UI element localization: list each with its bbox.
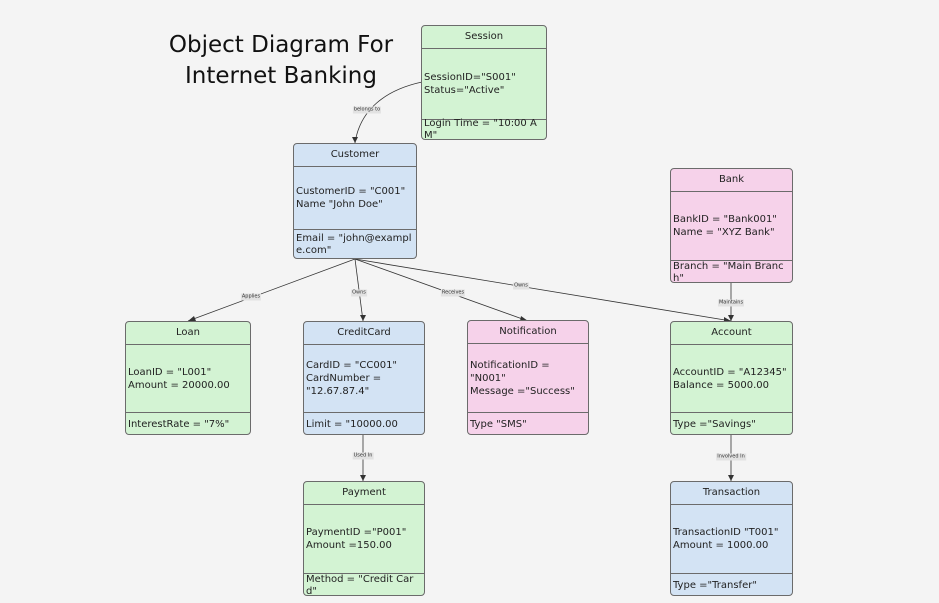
arrowhead-account xyxy=(724,317,731,322)
attribute: BankID = "Bank001" xyxy=(673,214,777,225)
object-footer: Type "SMS" xyxy=(468,412,588,434)
object-attributes: PaymentID ="P001" Amount =150.00 xyxy=(304,505,424,573)
link-label-used-in: Used In xyxy=(352,452,374,460)
object-footer: InterestRate = "7%" xyxy=(126,412,250,434)
attribute: Email = "john@example.com" xyxy=(296,233,412,256)
attribute: Login Time = "10:00 AM" xyxy=(424,118,537,140)
attribute: CustomerID = "C001" xyxy=(296,186,406,197)
object-footer: Email = "john@example.com" xyxy=(294,229,416,258)
link-label-applies: Applies xyxy=(240,293,262,301)
object-name: Payment xyxy=(304,482,424,505)
attribute: Name = "XYZ Bank" xyxy=(673,227,775,238)
account-object[interactable]: Account AccountID = "A12345" Balance = 5… xyxy=(670,321,793,435)
object-name: Transaction xyxy=(671,482,792,505)
transaction-object[interactable]: Transaction TransactionID "T001" Amount … xyxy=(670,481,793,596)
customer-object[interactable]: Customer CustomerID = "C001" Name "John … xyxy=(293,143,417,259)
attribute: CardNumber = "12.67.87.4" xyxy=(306,373,382,397)
attribute: TransactionID "T001" xyxy=(673,527,779,538)
object-attributes: AccountID = "A12345" Balance = 5000.00 xyxy=(671,345,792,412)
arrowhead-account-top xyxy=(728,315,734,321)
link-label-receives: Receives xyxy=(440,289,466,297)
object-attributes: BankID = "Bank001" Name = "XYZ Bank" xyxy=(671,192,792,260)
attribute: Method = "Credit Card" xyxy=(306,573,414,596)
object-name: CreditCard xyxy=(304,322,424,345)
arrowhead-payment xyxy=(360,475,366,481)
attribute: Message ="Success" xyxy=(470,385,575,397)
object-footer: Branch = "Main Branch" xyxy=(671,260,792,283)
attribute: Amount = 1000.00 xyxy=(673,540,769,551)
link-label-maintains: Maintains xyxy=(717,299,745,307)
attribute: PaymentID ="P001" xyxy=(306,527,407,538)
object-name: Bank xyxy=(671,169,792,192)
link-session-customer xyxy=(354,81,423,144)
object-name: Notification xyxy=(468,321,588,344)
attribute: LoanID = "L001" xyxy=(128,366,212,378)
link-label-involved-in: Involved In xyxy=(716,453,746,461)
arrowhead-customer xyxy=(352,137,358,143)
arrowhead-loan xyxy=(188,316,196,321)
arrowhead-transaction xyxy=(728,475,734,481)
attribute: Status="Active" xyxy=(424,85,505,96)
attribute: Name "John Doe" xyxy=(296,199,383,210)
session-object[interactable]: Session SessionID="S001" Status="Active"… xyxy=(421,25,547,140)
arrowhead-notification xyxy=(520,316,528,321)
attribute: Type ="Savings" xyxy=(673,418,756,430)
attribute: Type ="Transfer" xyxy=(673,579,757,591)
attribute: Limit = "10000.00 xyxy=(306,418,398,430)
object-attributes: LoanID = "L001" Amount = 20000.00 xyxy=(126,345,250,412)
object-footer: Type ="Transfer" xyxy=(671,573,792,595)
creditcard-object[interactable]: CreditCard CardID = "CC001" CardNumber =… xyxy=(303,321,425,435)
bank-object[interactable]: Bank BankID = "Bank001" Name = "XYZ Bank… xyxy=(670,168,793,283)
link-label-belongs-to: belongs to xyxy=(352,106,382,114)
object-attributes: SessionID="S001" Status="Active" xyxy=(422,49,546,119)
object-attributes: NotificationID = "N001" Message ="Succes… xyxy=(468,344,588,412)
link-customer-account xyxy=(354,258,732,322)
attribute: Type "SMS" xyxy=(470,418,527,430)
arrowhead-creditcard xyxy=(360,315,366,321)
link-customer-loan xyxy=(187,258,356,322)
notification-object[interactable]: Notification NotificationID = "N001" Mes… xyxy=(467,320,589,435)
attribute: Balance = 5000.00 xyxy=(673,379,769,391)
object-attributes: CustomerID = "C001" Name "John Doe" xyxy=(294,167,416,229)
diagram-title: Object Diagram For Internet Banking xyxy=(168,32,394,89)
attribute: CardID = "CC001" xyxy=(306,360,398,371)
object-footer: Login Time = "10:00 AM" xyxy=(422,118,546,140)
link-label-owns-account: Owns xyxy=(513,282,529,290)
object-footer: Type ="Savings" xyxy=(671,412,792,434)
attribute: SessionID="S001" xyxy=(424,72,516,83)
object-name: Session xyxy=(422,26,546,49)
attribute: NotificationID = "N001" xyxy=(470,359,550,384)
object-attributes: CardID = "CC001" CardNumber = "12.67.87.… xyxy=(304,345,424,412)
attribute: AccountID = "A12345" xyxy=(673,366,787,378)
object-footer: Method = "Credit Card" xyxy=(304,573,424,596)
attribute: Amount =150.00 xyxy=(306,540,392,551)
object-name: Loan xyxy=(126,322,250,345)
payment-object[interactable]: Payment PaymentID ="P001" Amount =150.00… xyxy=(303,481,425,596)
object-footer: Limit = "10000.00 xyxy=(304,412,424,434)
link-label-owns: Owns xyxy=(351,289,367,297)
attribute: InterestRate = "7%" xyxy=(128,418,230,430)
attribute: Amount = 20000.00 xyxy=(128,379,230,391)
object-name: Customer xyxy=(294,144,416,167)
object-name: Account xyxy=(671,322,792,345)
object-attributes: TransactionID "T001" Amount = 1000.00 xyxy=(671,505,792,573)
attribute: Branch = "Main Branch" xyxy=(673,260,784,283)
loan-object[interactable]: Loan LoanID = "L001" Amount = 20000.00 I… xyxy=(125,321,251,435)
